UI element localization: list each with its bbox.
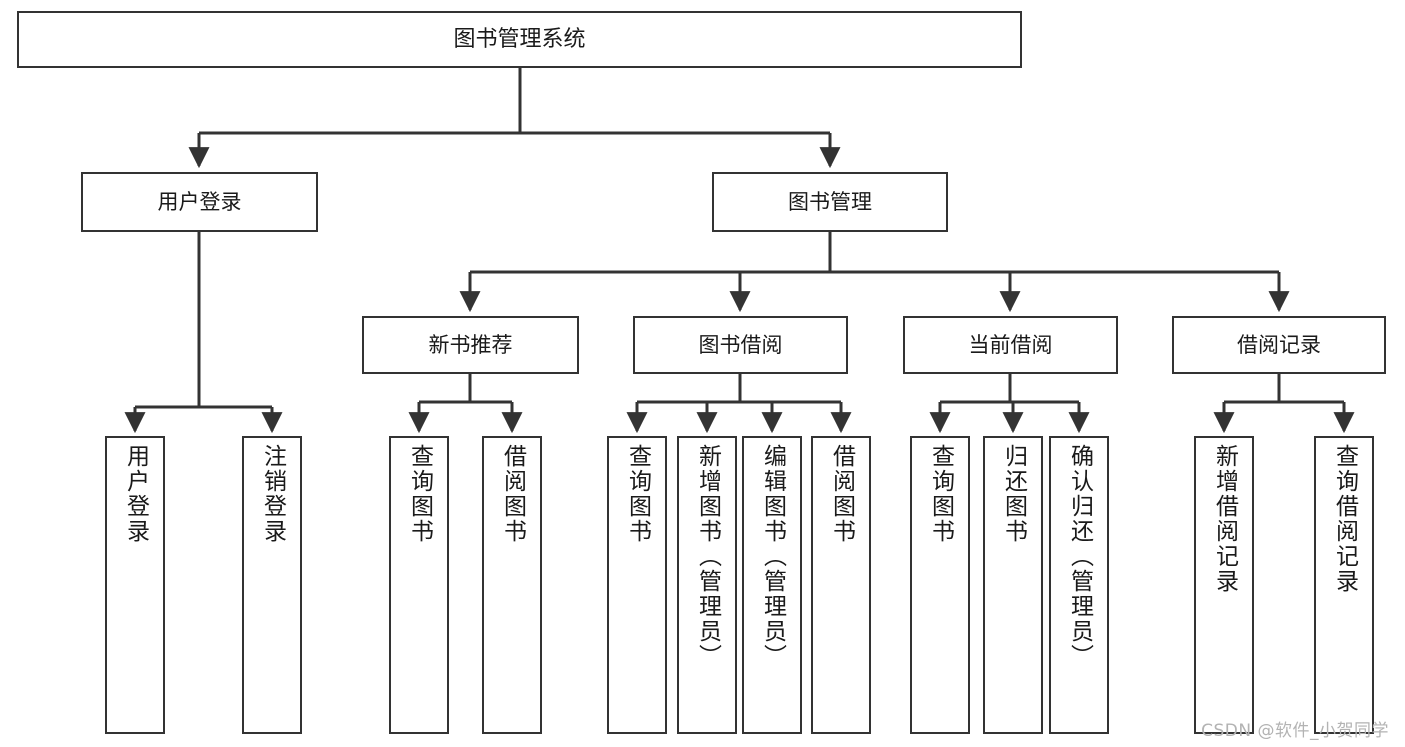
node-leaf-query-book-1-label: 查询图书 (406, 444, 433, 544)
node-leaf-user-logout[interactable]: 注销登录 (242, 436, 302, 734)
node-leaf-user-login-label: 用户登录 (122, 444, 149, 544)
node-leaf-query-book-2[interactable]: 查询图书 (607, 436, 667, 734)
node-user-login[interactable]: 用户登录 (81, 172, 318, 232)
node-leaf-return-book[interactable]: 归还图书 (983, 436, 1043, 734)
node-leaf-query-record-label: 查询借阅记录 (1331, 444, 1358, 594)
node-leaf-borrow-book-2[interactable]: 借阅图书 (811, 436, 871, 734)
node-book-manage[interactable]: 图书管理 (712, 172, 948, 232)
node-leaf-borrow-book-2-label: 借阅图书 (828, 444, 855, 544)
node-leaf-add-record-label: 新增借阅记录 (1211, 444, 1238, 594)
node-book-manage-label: 图书管理 (788, 189, 872, 214)
node-root-label: 图书管理系统 (453, 26, 586, 52)
node-leaf-add-record[interactable]: 新增借阅记录 (1194, 436, 1254, 734)
node-leaf-add-book-label: 新增图书（管理员） (694, 444, 721, 669)
node-borrow-record[interactable]: 借阅记录 (1172, 316, 1386, 374)
node-leaf-borrow-book-1[interactable]: 借阅图书 (482, 436, 542, 734)
node-leaf-borrow-book-1-label: 借阅图书 (499, 444, 526, 544)
node-new-book-recommend-label: 新书推荐 (428, 332, 513, 357)
node-user-login-label: 用户登录 (157, 189, 242, 214)
node-root[interactable]: 图书管理系统 (17, 11, 1022, 68)
node-leaf-return-book-label: 归还图书 (1000, 444, 1027, 544)
node-leaf-user-login[interactable]: 用户登录 (105, 436, 165, 734)
node-leaf-query-book-2-label: 查询图书 (624, 444, 651, 544)
node-leaf-query-book-1[interactable]: 查询图书 (389, 436, 449, 734)
node-leaf-query-book-3-label: 查询图书 (927, 444, 954, 544)
node-new-book-recommend[interactable]: 新书推荐 (362, 316, 579, 374)
node-leaf-edit-book-label: 编辑图书（管理员） (759, 444, 786, 669)
node-book-borrow[interactable]: 图书借阅 (633, 316, 848, 374)
node-leaf-edit-book[interactable]: 编辑图书（管理员） (742, 436, 802, 734)
node-book-borrow-label: 图书借阅 (698, 332, 783, 357)
node-borrow-record-label: 借阅记录 (1237, 332, 1321, 357)
node-leaf-query-book-3[interactable]: 查询图书 (910, 436, 970, 734)
node-leaf-confirm-return[interactable]: 确认归还（管理员） (1049, 436, 1109, 734)
node-leaf-user-logout-label: 注销登录 (259, 444, 286, 544)
node-leaf-confirm-return-label: 确认归还（管理员） (1066, 444, 1093, 669)
node-leaf-add-book[interactable]: 新增图书（管理员） (677, 436, 737, 734)
node-current-borrow[interactable]: 当前借阅 (903, 316, 1118, 374)
node-current-borrow-label: 当前借阅 (968, 332, 1053, 357)
node-leaf-query-record[interactable]: 查询借阅记录 (1314, 436, 1374, 734)
